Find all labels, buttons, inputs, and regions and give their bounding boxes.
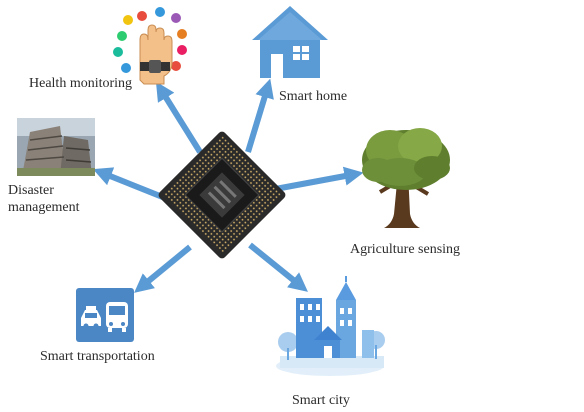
arrow-to-transport <box>134 244 192 293</box>
disaster-management-label: Disaster management <box>8 182 118 216</box>
car-bus-icon <box>76 288 134 342</box>
health-monitoring-label: Health monitoring <box>29 76 133 91</box>
house-icon <box>252 6 328 78</box>
arrows <box>92 78 364 293</box>
smart-city-label: Smart city <box>292 393 350 408</box>
arrow-to-city <box>248 242 308 292</box>
arrow-to-health <box>155 81 203 154</box>
disaster-label-line2: management <box>8 200 80 215</box>
microchip-icon <box>158 131 286 259</box>
arrow-to-home <box>245 78 274 153</box>
smart-transportation-label: Smart transportation <box>40 349 155 364</box>
collapsed-building-photo <box>17 118 95 176</box>
disaster-label-line1: Disaster <box>8 183 54 198</box>
arrow-to-agriculture <box>269 166 364 193</box>
tree-icon <box>362 128 450 228</box>
arrow-to-disaster <box>92 167 172 203</box>
smart-home-label: Smart home <box>279 89 348 104</box>
agriculture-sensing-label: Agriculture sensing <box>350 242 461 257</box>
city-buildings-icon <box>276 276 385 376</box>
smartwatch-hand-icon <box>113 7 187 85</box>
